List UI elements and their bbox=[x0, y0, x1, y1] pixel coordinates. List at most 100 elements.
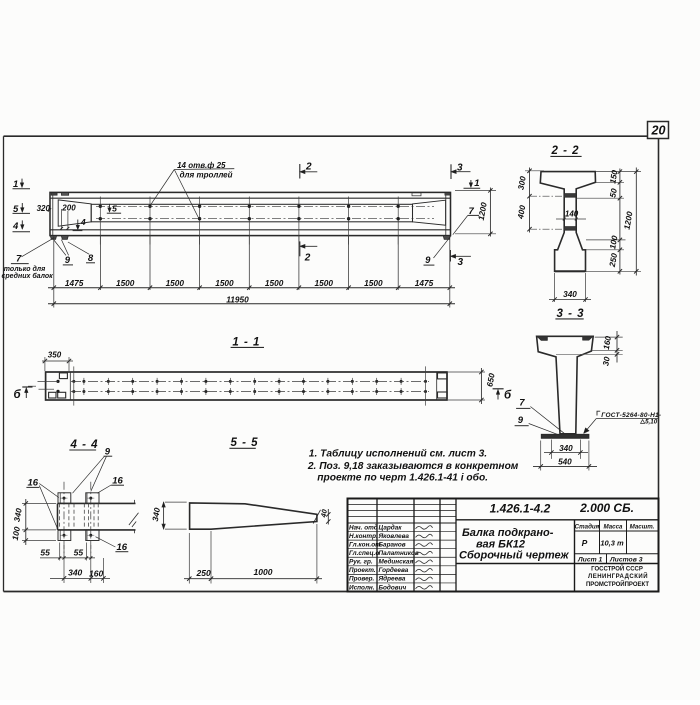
svg-text:1.426.1-4.2: 1.426.1-4.2 bbox=[490, 502, 551, 516]
svg-text:300: 300 bbox=[517, 175, 528, 190]
svg-text:Лист 1: Лист 1 bbox=[577, 557, 603, 564]
svg-text:2.000 СБ.: 2.000 СБ. bbox=[579, 501, 634, 515]
svg-text:Масшт.: Масшт. bbox=[630, 524, 655, 531]
svg-text:150: 150 bbox=[608, 169, 619, 184]
svg-text:Балка подкрано-: Балка подкрано- bbox=[462, 527, 554, 539]
svg-text:3: 3 bbox=[458, 257, 464, 268]
svg-text:б: б bbox=[504, 389, 512, 401]
svg-text:1 - 1: 1 - 1 bbox=[232, 336, 260, 348]
svg-text:160: 160 bbox=[89, 568, 103, 578]
svg-text:1200: 1200 bbox=[623, 210, 635, 230]
svg-text:5,10: 5,10 bbox=[645, 419, 658, 426]
svg-text:3: 3 bbox=[457, 162, 463, 173]
svg-text:1500: 1500 bbox=[116, 278, 135, 288]
svg-text:1: 1 bbox=[13, 179, 18, 190]
svg-text:Рук. гр.: Рук. гр. bbox=[349, 559, 373, 566]
svg-text:Р: Р bbox=[582, 538, 588, 548]
svg-text:7: 7 bbox=[519, 398, 525, 409]
svg-text:1500: 1500 bbox=[265, 278, 284, 288]
svg-text:10,3 т: 10,3 т bbox=[600, 539, 624, 548]
svg-text:2: 2 bbox=[304, 252, 311, 263]
svg-text:2. Поз. 9,18 заказываются в ко: 2. Поз. 9,18 заказываются в конкретном bbox=[307, 461, 519, 472]
svg-text:350: 350 bbox=[48, 351, 62, 360]
svg-text:Яковлева: Яковлева bbox=[378, 533, 410, 540]
svg-text:для троллей: для троллей bbox=[180, 171, 233, 180]
svg-text:Цардак: Цардак bbox=[379, 523, 403, 531]
svg-text:50: 50 bbox=[608, 187, 619, 198]
svg-text:Н.контр.: Н.контр. bbox=[349, 533, 378, 540]
svg-text:Сборочный чертеж: Сборочный чертеж bbox=[459, 550, 569, 562]
svg-text:55: 55 bbox=[74, 547, 84, 557]
svg-text:4 - 4: 4 - 4 bbox=[70, 439, 99, 451]
svg-text:250: 250 bbox=[196, 568, 211, 578]
svg-text:1500: 1500 bbox=[364, 278, 383, 288]
svg-text:200: 200 bbox=[61, 204, 76, 213]
svg-text:Масса: Масса bbox=[604, 524, 624, 531]
svg-text:11950: 11950 bbox=[226, 294, 249, 304]
svg-text:2: 2 bbox=[305, 162, 312, 173]
svg-text:5: 5 bbox=[13, 204, 19, 215]
svg-text:9: 9 bbox=[65, 255, 71, 266]
svg-text:40: 40 bbox=[319, 509, 329, 519]
svg-text:ГОССТРОЙ СССР: ГОССТРОЙ СССР bbox=[591, 565, 643, 573]
svg-text:1. Таблицу исполнений см. лис: 1. Таблицу исполнений см. лист 3. bbox=[309, 448, 487, 460]
svg-text:16: 16 bbox=[28, 478, 39, 489]
svg-text:средних балок: средних балок bbox=[2, 272, 54, 280]
svg-text:2 - 2: 2 - 2 bbox=[551, 145, 580, 157]
svg-text:7: 7 bbox=[16, 253, 22, 264]
svg-text:1500: 1500 bbox=[315, 278, 334, 288]
svg-text:Стадия: Стадия bbox=[575, 524, 600, 531]
svg-text:9: 9 bbox=[105, 446, 111, 457]
svg-text:Гордеева: Гордеева bbox=[379, 566, 409, 574]
svg-text:5: 5 bbox=[112, 204, 117, 214]
svg-text:3 - 3: 3 - 3 bbox=[557, 308, 585, 320]
svg-text:4: 4 bbox=[80, 217, 86, 227]
svg-text:1200: 1200 bbox=[477, 201, 489, 221]
svg-text:вая БК12: вая БК12 bbox=[476, 539, 525, 551]
svg-text:160: 160 bbox=[602, 335, 613, 350]
svg-text:1000: 1000 bbox=[254, 567, 273, 577]
svg-text:1475: 1475 bbox=[415, 278, 434, 288]
svg-text:ЛЕНИНГРАДСКИЙ: ЛЕНИНГРАДСКИЙ bbox=[588, 572, 648, 580]
svg-text:ПРОМСТРОЙПРОЕКТ: ПРОМСТРОЙПРОЕКТ bbox=[586, 580, 649, 588]
svg-text:4: 4 bbox=[12, 221, 19, 232]
svg-text:Исполн.: Исполн. bbox=[349, 584, 375, 591]
svg-text:650: 650 bbox=[485, 372, 496, 387]
svg-text:340: 340 bbox=[563, 290, 577, 299]
svg-text:7: 7 bbox=[469, 206, 475, 217]
svg-text:340: 340 bbox=[13, 507, 24, 522]
svg-text:1: 1 bbox=[474, 178, 479, 189]
svg-text:540: 540 bbox=[558, 458, 572, 467]
svg-text:Гл.кон.от: Гл.кон.от bbox=[349, 541, 381, 548]
svg-text:1500: 1500 bbox=[215, 278, 234, 288]
svg-text:320: 320 bbox=[37, 204, 51, 213]
svg-text:Ядреева: Ядреева bbox=[378, 575, 406, 583]
svg-text:100: 100 bbox=[11, 526, 22, 541]
svg-text:16: 16 bbox=[112, 475, 123, 486]
svg-text:проекте по черт 1.426.1-41 i о: проекте по черт 1.426.1-41 i обо. bbox=[317, 471, 488, 483]
svg-text:140: 140 bbox=[565, 209, 579, 218]
svg-text:Листов 3: Листов 3 bbox=[609, 557, 643, 564]
svg-text:16: 16 bbox=[117, 542, 128, 553]
svg-text:Провер.: Провер. bbox=[349, 576, 375, 583]
svg-text:б: б bbox=[14, 389, 22, 401]
svg-text:9: 9 bbox=[425, 255, 431, 266]
svg-text:9: 9 bbox=[518, 415, 524, 426]
svg-text:340: 340 bbox=[559, 444, 573, 453]
svg-text:8: 8 bbox=[88, 253, 94, 264]
svg-text:340: 340 bbox=[68, 567, 82, 577]
svg-text:55: 55 bbox=[40, 547, 50, 557]
svg-text:Нач. отд: Нач. отд bbox=[349, 523, 378, 531]
svg-text:ГОСТ-5264-80-Н1-: ГОСТ-5264-80-Н1- bbox=[601, 412, 661, 419]
svg-text:1475: 1475 bbox=[65, 278, 84, 288]
svg-text:20: 20 bbox=[651, 124, 666, 138]
svg-text:Гл.спец.о: Гл.спец.о bbox=[349, 550, 379, 557]
svg-text:Бодович: Бодович bbox=[379, 583, 407, 591]
svg-text:Проект.: Проект. bbox=[349, 567, 376, 574]
svg-text:14 отв.ф 25: 14 отв.ф 25 bbox=[177, 161, 226, 170]
svg-text:Баранов: Баранов bbox=[379, 541, 406, 548]
svg-text:250: 250 bbox=[608, 252, 619, 268]
svg-text:только для: только для bbox=[4, 265, 46, 273]
svg-text:5 - 5: 5 - 5 bbox=[231, 437, 259, 449]
svg-text:340: 340 bbox=[151, 507, 162, 522]
